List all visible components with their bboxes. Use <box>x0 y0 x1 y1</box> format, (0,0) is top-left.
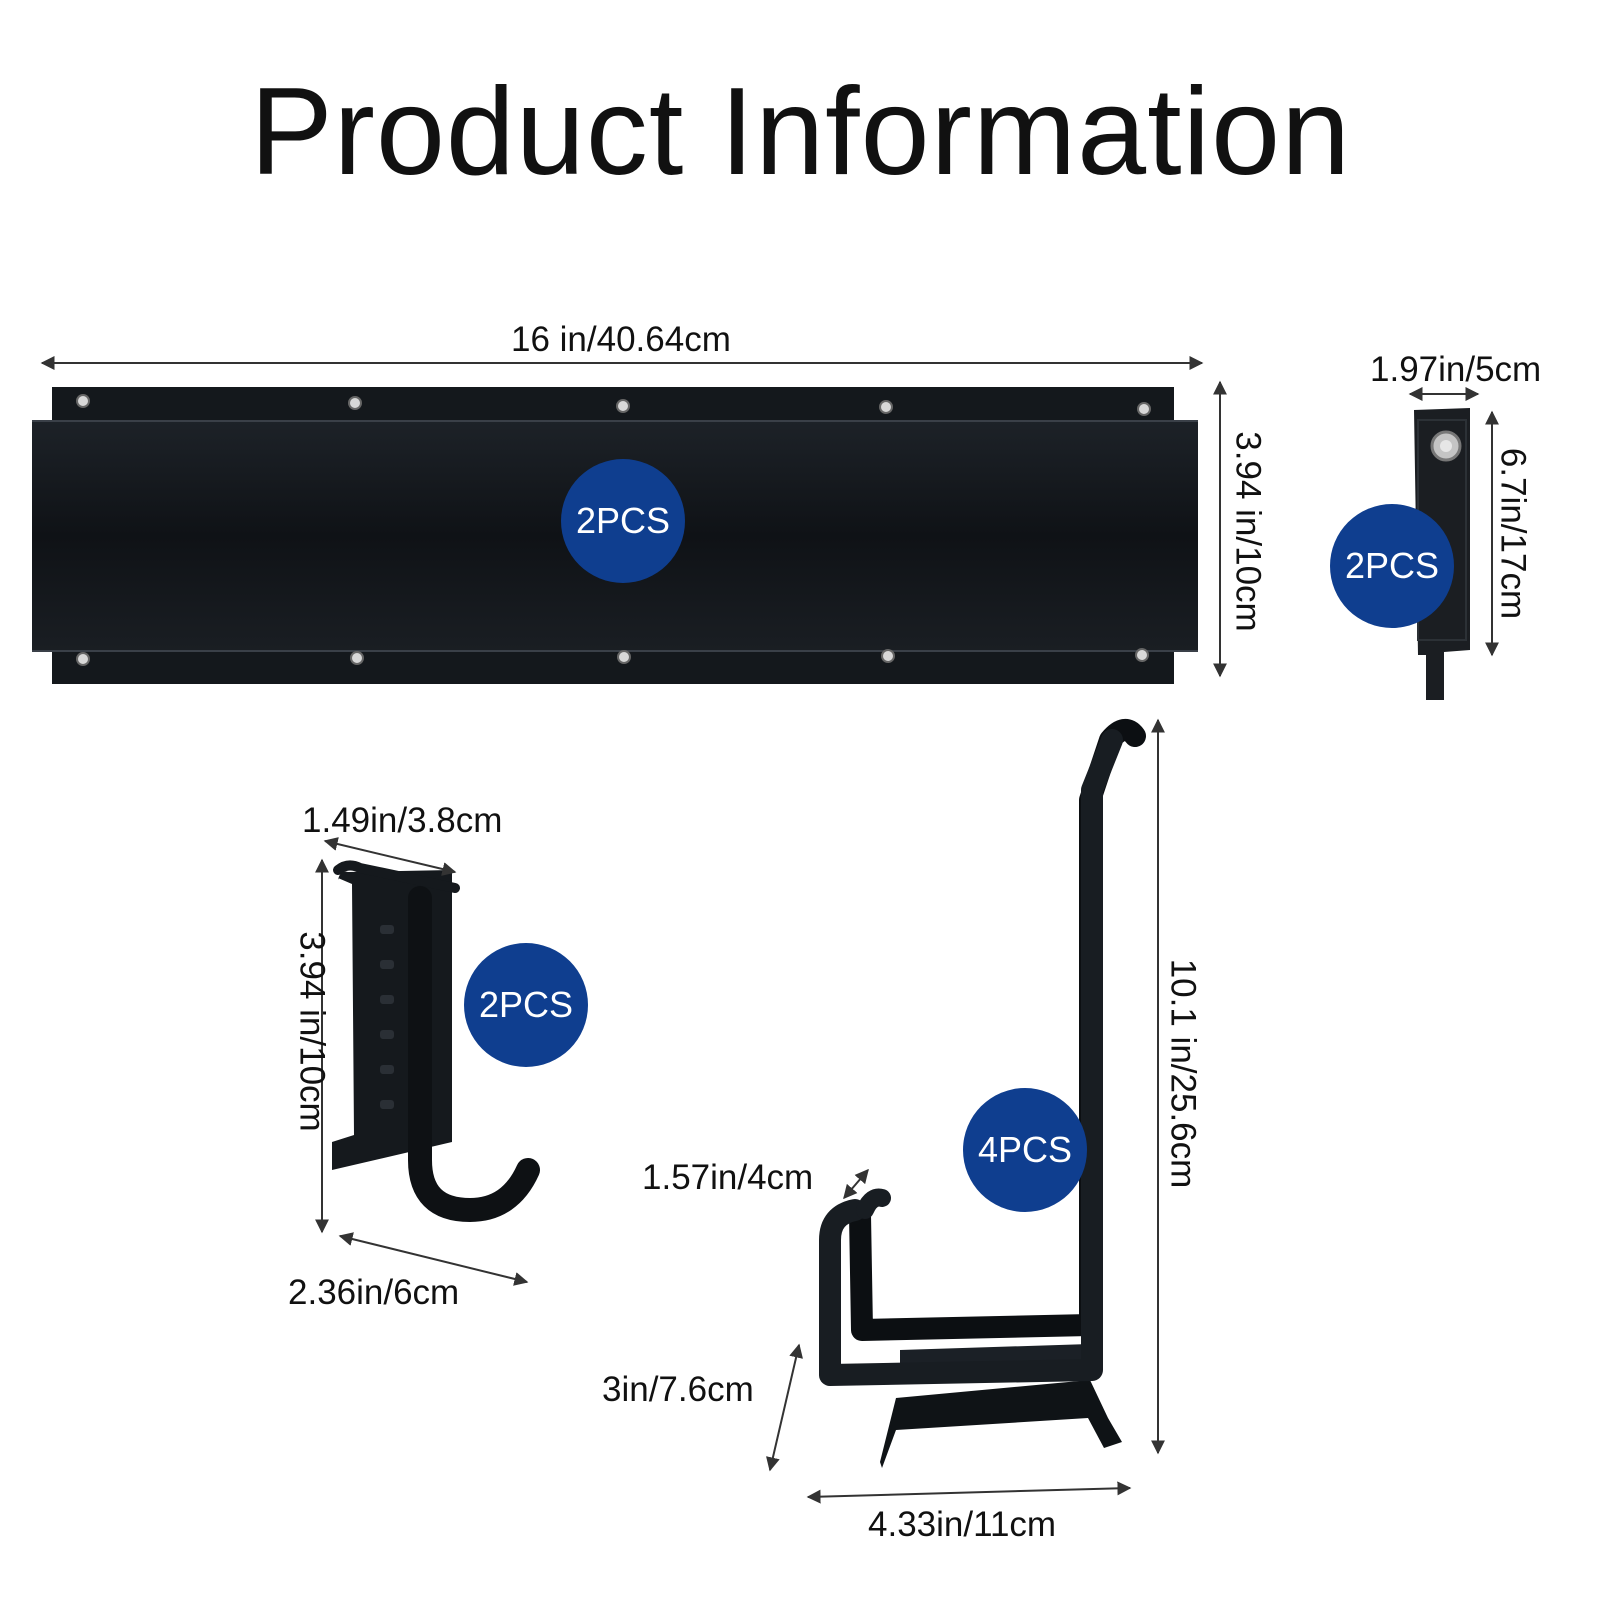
rail-qty-badge: 2PCS <box>561 459 685 583</box>
tip-label: 1.57in/4cm <box>642 1158 814 1197</box>
single-hook-image <box>332 860 540 1223</box>
double-hook-qty-badge: 4PCS <box>963 1088 1087 1212</box>
arm-arrow <box>766 1343 803 1472</box>
arm-label: 3in/7.6cm <box>602 1370 754 1409</box>
double-hook-width-label: 4.33in/11cm <box>868 1505 1057 1544</box>
strap-qty-badge: 2PCS <box>1330 504 1454 628</box>
hook-height-label: 3.94 in/10cm <box>292 931 332 1132</box>
double-hook-width-arrow <box>806 1481 1132 1504</box>
hook-depth-label: 2.36in/6cm <box>288 1273 460 1312</box>
hook-depth-arrow <box>338 1232 529 1286</box>
hook-top-width-label: 1.49in/3.8cm <box>302 801 503 840</box>
rail-height-label: 3.94 in/10cm <box>1228 431 1268 632</box>
strap-height-label: 6.7in/17cm <box>1493 447 1533 620</box>
page-title: Product Information <box>249 63 1352 201</box>
double-hook-height-label: 10.1 in/25.6cm <box>1163 958 1203 1189</box>
hook-qty-badge: 2PCS <box>464 943 588 1067</box>
strap-width-label: 1.97in/5cm <box>1370 350 1542 389</box>
double-hook-image <box>819 719 1146 1468</box>
tip-arrow <box>843 1168 869 1200</box>
rail-width-label: 16 in/40.64cm <box>511 320 731 359</box>
hook-top-width-arrow <box>323 837 457 876</box>
